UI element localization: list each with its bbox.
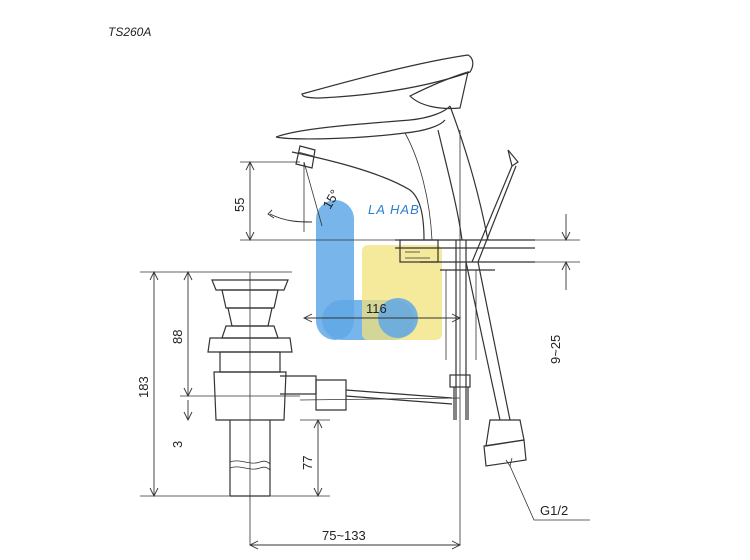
drain-height-label: 88 bbox=[170, 330, 185, 344]
dimension-reach: 116 bbox=[302, 301, 462, 323]
dimension-overall-height: 183 bbox=[136, 270, 159, 498]
dimension-drain-height: 88 bbox=[170, 270, 193, 398]
thread-leader: G1/2 bbox=[505, 457, 590, 521]
watermark-text: LA HAB bbox=[368, 202, 420, 217]
dimension-tail-length: 77 bbox=[270, 418, 330, 498]
thread-label: G1/2 bbox=[540, 503, 568, 518]
spout-height-label: 55 bbox=[232, 198, 247, 212]
dimension-deck-thickness: 9~25 bbox=[548, 214, 571, 364]
hose-spacing-label: 75~133 bbox=[322, 528, 366, 543]
drain-offset-label: 3 bbox=[170, 441, 185, 448]
dimension-spout-height: 55 bbox=[232, 160, 255, 242]
tail-length-label: 77 bbox=[300, 456, 315, 470]
model-code: TS260A bbox=[108, 25, 151, 39]
deck-thickness-label: 9~25 bbox=[548, 335, 563, 364]
faucet-body bbox=[275, 54, 535, 467]
dimension-hose-spacing: 75~133 bbox=[248, 528, 462, 550]
reach-label: 116 bbox=[366, 301, 387, 316]
overall-height-label: 183 bbox=[136, 376, 151, 398]
extension-lines bbox=[140, 130, 580, 545]
dimension-drain-offset: 3 bbox=[170, 400, 193, 448]
